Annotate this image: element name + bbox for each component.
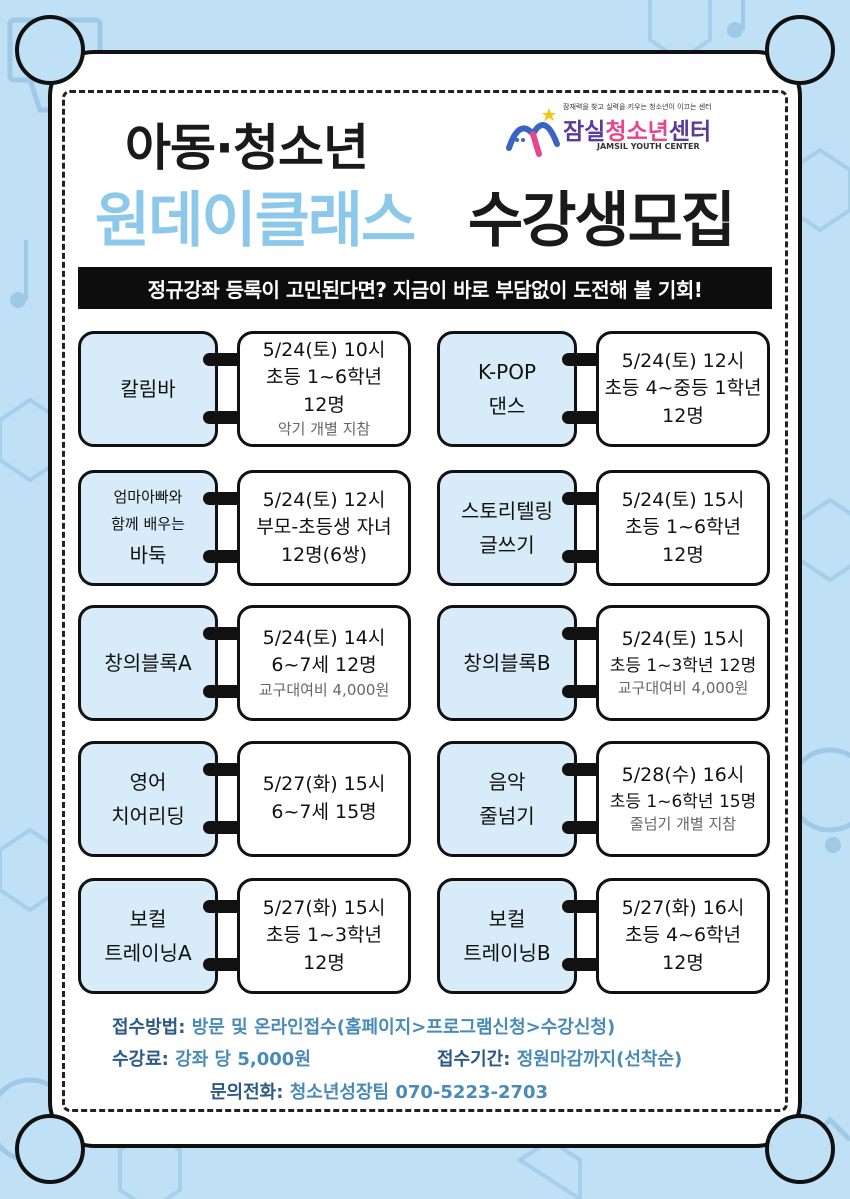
class-name-card: 창의블록B: [437, 605, 577, 721]
class-info-card: 5/27(화) 15시 초등 1~3학년 12명: [237, 878, 411, 994]
class-info-card: 5/27(화) 16시 초등 4~6학년 12명: [596, 878, 770, 994]
binder-ring: [562, 550, 602, 563]
class-info-card: 5/24(토) 12시 부모-초등생 자녀 12명(6쌍): [237, 470, 411, 586]
class-name-card: 스토리텔링 글쓰기: [437, 470, 577, 586]
class-info-card: 5/24(토) 10시 초등 1~6학년 12명 악기 개별 지참: [237, 331, 411, 447]
footer-fee: 수강료: 강좌 당 5,000원: [112, 1049, 311, 1070]
binder-ring: [562, 411, 602, 424]
binder-ring: [562, 492, 602, 505]
poster-title-highlight: 원데이클래스: [95, 186, 416, 256]
class-name-card: 음악 줄넘기: [437, 741, 577, 857]
center-logo-icon: [506, 108, 560, 157]
binder-ring: [203, 411, 243, 424]
class-info-card: 5/27(화) 15시 6~7세 15명: [237, 741, 411, 857]
binder-ring: [562, 353, 602, 366]
frame-corner-notch: [15, 15, 85, 85]
class-info-card: 5/28(수) 16시 초등 1~6학년 15명 줄넘기 개별 지참: [596, 741, 770, 857]
binder-ring: [203, 353, 243, 366]
binder-ring: [562, 627, 602, 640]
class-name-card: 엄마아빠와 함께 배우는 바둑: [78, 470, 218, 586]
binder-ring: [203, 627, 243, 640]
binder-ring: [203, 550, 243, 563]
binder-ring: [562, 958, 602, 971]
dashed-border: [62, 90, 788, 1112]
binder-ring: [562, 821, 602, 834]
logo-english-name: JAMSIL YOUTH CENTER: [597, 142, 700, 151]
class-info-card: 5/24(토) 14시 6~7세 12명 교구대여비 4,000원: [237, 605, 411, 721]
frame-corner-notch: [765, 1114, 835, 1184]
binder-ring: [203, 685, 243, 698]
footer-application-period: 접수기간: 정원마감까지(선착순): [437, 1049, 683, 1070]
promo-banner: 정규강좌 등록이 고민된다면? 지금이 바로 부담없이 도전해 볼 기회!: [78, 267, 772, 309]
binder-ring: [562, 900, 602, 913]
class-info-card: 5/24(토) 12시 초등 4~중등 1학년 12명: [596, 331, 770, 447]
center-logo: 잠재력을 찾고 실력을 키우는 청소년이 이끄는 센터 잠실청소년센터 JAMS…: [505, 100, 755, 160]
binder-ring: [203, 900, 243, 913]
poster-title-recruit: 수강생모집: [468, 186, 736, 256]
frame-corner-notch: [765, 15, 835, 85]
binder-ring: [203, 763, 243, 776]
class-name-card: K-POP 댄스: [437, 331, 577, 447]
class-info-card: 5/24(토) 15시 초등 1~6학년 12명: [596, 470, 770, 586]
binder-ring: [562, 763, 602, 776]
logo-tagline: 잠재력을 찾고 실력을 키우는 청소년이 이끄는 센터: [563, 103, 712, 111]
footer-contact-phone: 문의전화: 청소년성장팀 070-5223-2703: [210, 1082, 549, 1103]
class-name-card: 보컬 트레이닝B: [437, 878, 577, 994]
class-name-card: 칼림바: [78, 331, 218, 447]
footer-application-method: 접수방법: 방문 및 온라인접수(홈페이지>프로그램신청>수강신청): [112, 1017, 616, 1038]
class-info-card: 5/24(토) 15시 초등 1~3학년 12명 교구대여비 4,000원: [596, 605, 770, 721]
binder-ring: [562, 685, 602, 698]
frame-corner-notch: [15, 1114, 85, 1184]
logo-name: 잠실청소년센터: [563, 119, 712, 145]
binder-ring: [203, 958, 243, 971]
class-name-card: 영어 치어리딩: [78, 741, 218, 857]
binder-ring: [203, 821, 243, 834]
class-name-card: 보컬 트레이닝A: [78, 878, 218, 994]
poster-title-line1: 아동·청소년: [125, 119, 369, 177]
class-name-card: 창의블록A: [78, 605, 218, 721]
binder-ring: [203, 492, 243, 505]
